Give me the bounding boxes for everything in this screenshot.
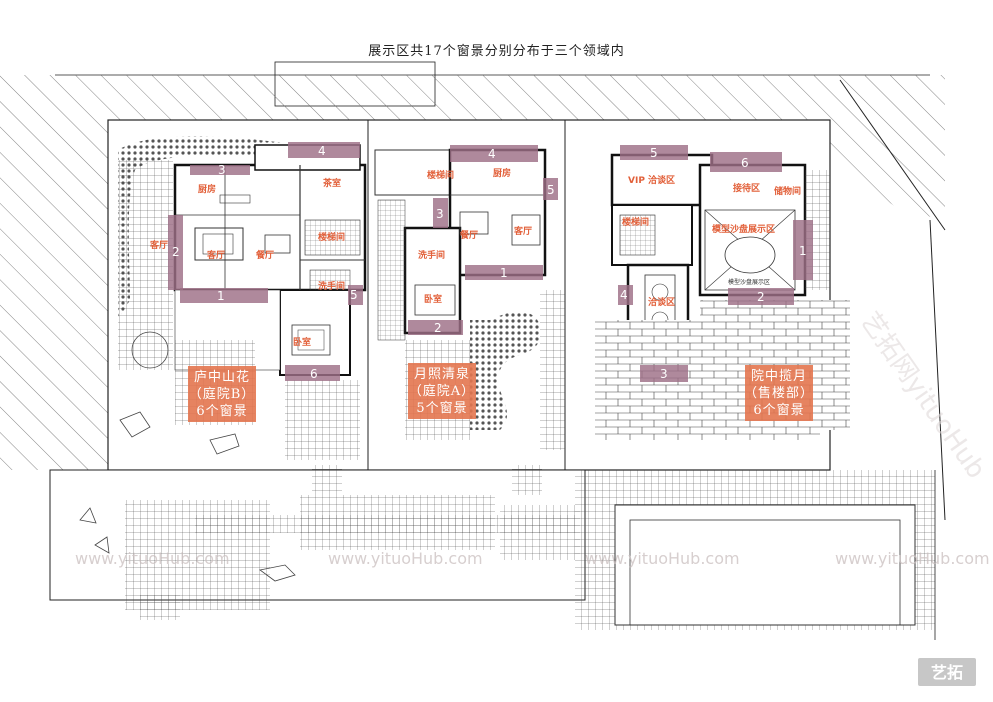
zone-count: 6个窗景 <box>196 403 247 419</box>
hatched-area-left <box>0 75 108 470</box>
marker-label: 4 <box>620 288 628 302</box>
room-label: 餐厅 <box>255 249 274 261</box>
marker-a-5 <box>543 178 558 200</box>
marker-label: 3 <box>660 367 668 381</box>
marker-label: 4 <box>488 147 496 161</box>
marker-label: 1 <box>217 289 225 303</box>
hatched-area-top <box>108 75 830 120</box>
marker-label: 3 <box>218 163 226 177</box>
building-a <box>374 148 547 341</box>
yituo-logo: 艺拓 <box>918 658 976 686</box>
room-label: 楼梯间 <box>622 216 649 228</box>
marker-label: 3 <box>436 207 444 221</box>
watermark-url: www.yituoHub.com <box>328 549 483 568</box>
marker-label: 6 <box>310 367 318 381</box>
window-markers <box>168 142 813 382</box>
marker-b-3 <box>190 165 250 175</box>
marker-label: 1 <box>799 244 807 258</box>
marker-label: 2 <box>434 321 442 335</box>
room-label: 洗手间 <box>418 249 445 261</box>
watermark-rotated: 艺拓网yituoHub <box>854 307 991 485</box>
marker-s-3 <box>640 365 688 382</box>
room-label: 楼梯间 <box>318 231 345 243</box>
marker-s-5 <box>620 145 688 160</box>
room-label: 卧室 <box>424 293 442 305</box>
marker-b-4 <box>288 142 360 158</box>
zone-name: 月照清泉 <box>414 366 470 382</box>
room-label: 接待区 <box>733 182 760 194</box>
marker-label: 2 <box>757 290 765 304</box>
zone-box-b: 庐中山花 （庭院B） 6个窗景 <box>188 366 256 422</box>
zone-box-sales: 院中揽月 （售楼部） 6个窗景 <box>744 365 814 421</box>
zone-area: （庭院B） <box>189 386 256 402</box>
zone-area: （庭院A） <box>409 383 475 399</box>
room-label: 储物间 <box>774 185 801 197</box>
marker-label: 4 <box>318 144 326 158</box>
room-label: 客厅 <box>206 249 225 261</box>
room-label: 洽谈区 <box>648 296 675 308</box>
marker-a-3 <box>433 198 448 228</box>
marker-b-5 <box>348 285 363 305</box>
page-title: 展示区共17个窗景分别分布于三个领域内 <box>368 44 625 59</box>
marker-label: 2 <box>172 245 180 259</box>
marker-s-2 <box>728 288 794 305</box>
marker-label: 5 <box>350 288 358 302</box>
marker-a-2 <box>408 320 463 335</box>
marker-label: 5 <box>547 183 555 197</box>
marker-b-2 <box>168 215 183 290</box>
room-label: 茶室 <box>322 177 341 189</box>
zone-area: （售楼部） <box>744 385 814 401</box>
room-label: 客厅 <box>513 225 532 237</box>
zone-count: 6个窗景 <box>753 402 804 418</box>
watermark-url: www.yituoHub.com <box>835 549 990 568</box>
room-label: 厨房 <box>198 183 216 195</box>
room-label: 模型沙盘展示区 <box>712 223 775 235</box>
watermark-url: www.yituoHub.com <box>75 549 230 568</box>
marker-s-1 <box>793 220 813 280</box>
marker-b-6 <box>285 365 340 381</box>
room-label: 餐厅 <box>459 229 478 241</box>
marker-b-1 <box>180 288 268 303</box>
marker-a-4 <box>450 145 538 162</box>
zone-count: 5个窗景 <box>416 400 467 416</box>
room-label: 厨房 <box>493 167 511 179</box>
room-label: VIP 洽谈区 <box>628 174 675 186</box>
zone-name: 院中揽月 <box>751 368 807 384</box>
room-label: 卧室 <box>293 336 311 348</box>
watermark-url: www.yituoHub.com <box>585 549 740 568</box>
marker-s-6 <box>710 152 782 172</box>
marker-a-1 <box>465 265 543 280</box>
zone-box-a: 月照清泉 （庭院A） 5个窗景 <box>408 363 476 419</box>
marker-label: 5 <box>650 146 658 160</box>
marker-s-4 <box>618 285 633 305</box>
room-label: 楼梯间 <box>427 169 454 181</box>
logo-text: 艺拓 <box>931 663 963 682</box>
room-label: 客厅 <box>149 239 168 251</box>
plan-small-label: 模型沙盘展示区 <box>728 278 770 286</box>
marker-label: 1 <box>500 266 508 280</box>
room-label: 洗手间 <box>318 280 345 292</box>
marker-label: 6 <box>741 156 749 170</box>
zone-name: 庐中山花 <box>194 369 250 385</box>
